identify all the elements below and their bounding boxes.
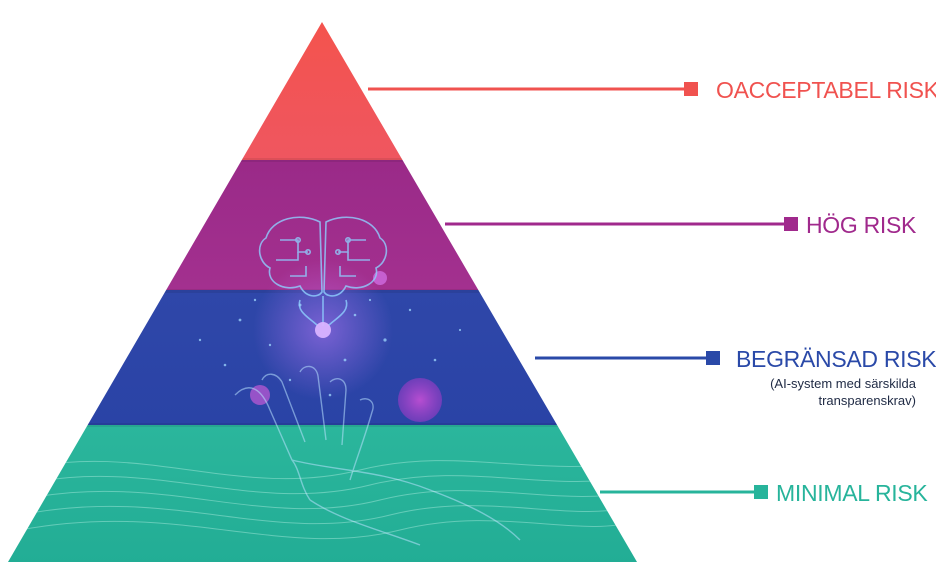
brain-circuit-icon bbox=[258, 216, 388, 327]
hand-illustration bbox=[234, 365, 521, 546]
label-high-risk: HÖG RISK bbox=[806, 212, 917, 238]
connector-marker-0 bbox=[684, 82, 698, 96]
label-minimal-risk: MINIMAL RISK bbox=[776, 480, 928, 506]
connector-marker-2 bbox=[706, 351, 720, 365]
label-unacceptable-risk: OACCEPTABEL RISK bbox=[716, 77, 936, 103]
label-limited-risk: BEGRÄNSAD RISK bbox=[736, 346, 936, 372]
band-minimal bbox=[8, 425, 637, 562]
connector-marker-1 bbox=[784, 217, 798, 231]
orb-large bbox=[398, 378, 442, 422]
connector-marker-3 bbox=[754, 485, 768, 499]
